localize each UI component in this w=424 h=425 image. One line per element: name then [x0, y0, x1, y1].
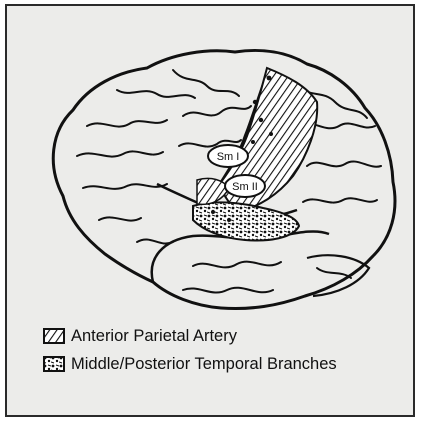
mottled-swatch-icon [43, 356, 65, 372]
diagonal-hatch-swatch-icon [43, 328, 65, 344]
sm2-marker: Sm II [225, 175, 265, 197]
legend-label-anterior-parietal: Anterior Parietal Artery [71, 327, 237, 346]
cerebellum-outline [307, 255, 369, 296]
sm1-label: Sm I [217, 151, 240, 163]
legend-item-anterior-parietal: Anterior Parietal Artery [43, 322, 337, 350]
legend-item-temporal-branches: Middle/Posterior Temporal Branches [43, 350, 337, 378]
sm1-marker: Sm I [208, 145, 248, 167]
legend: Anterior Parietal Artery Middle/Posterio… [43, 322, 337, 378]
legend-label-temporal-branches: Middle/Posterior Temporal Branches [71, 355, 337, 374]
sm2-label: Sm II [232, 181, 258, 193]
figure-panel: Sm I Sm II Anterior Parietal Artery [5, 4, 415, 417]
